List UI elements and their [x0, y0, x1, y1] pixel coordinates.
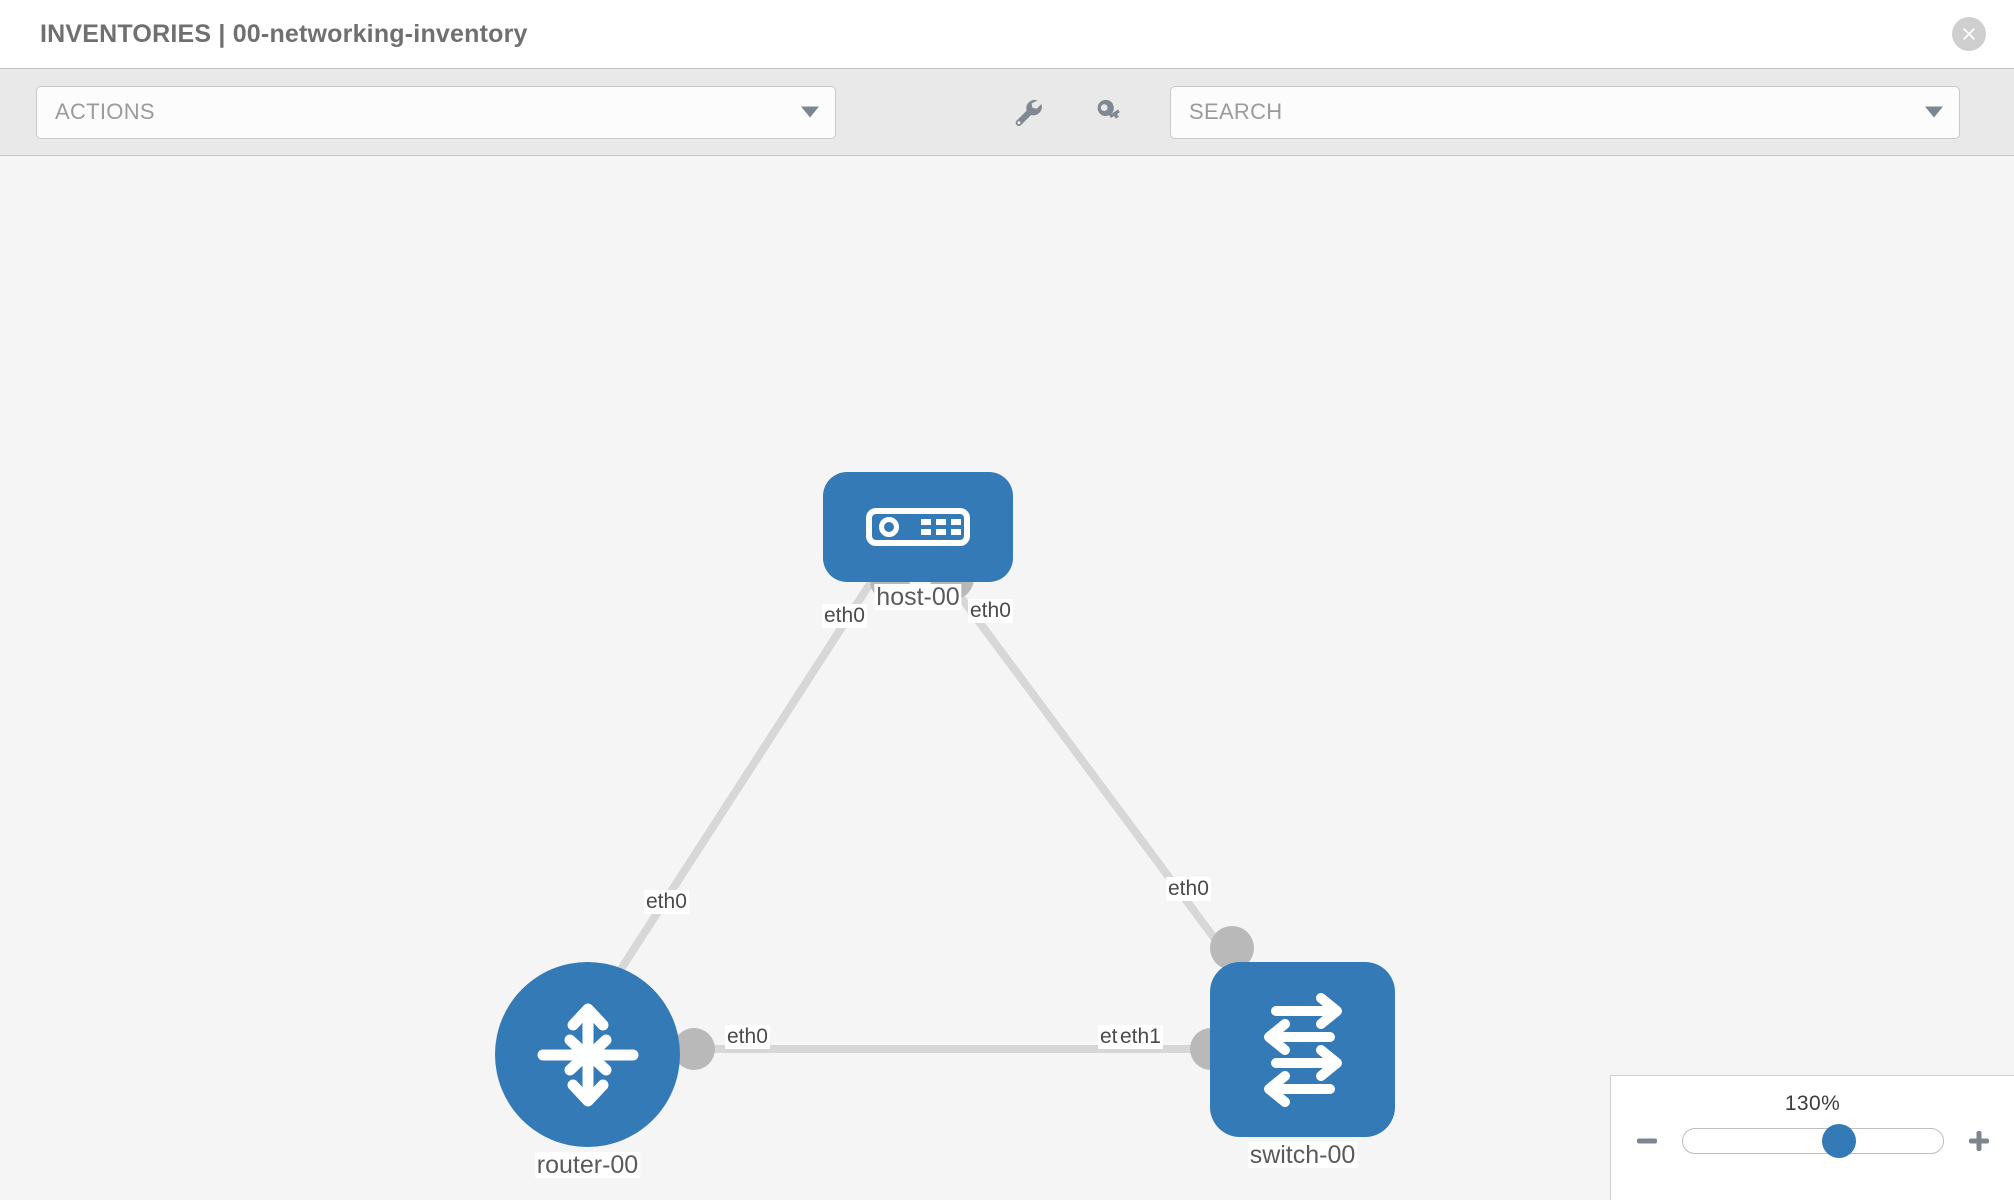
- link-host-switch: [941, 573, 1239, 969]
- edge-label-switch-up: eth0: [1166, 877, 1211, 902]
- switch-arrows-icon: [1263, 992, 1342, 1107]
- close-icon[interactable]: [1952, 17, 1986, 51]
- page-header: INVENTORIES | 00-networking-inventory: [0, 0, 2014, 68]
- topology-toolbar: ACTIONS SEARCH: [0, 68, 2014, 156]
- zoom-out-button[interactable]: [1632, 1126, 1662, 1156]
- actions-dropdown[interactable]: ACTIONS: [36, 85, 836, 139]
- node-host-00-shape: [823, 472, 1013, 582]
- zoom-slider-row: [1611, 1124, 2014, 1158]
- toolbar-icon-group: [1006, 91, 1130, 133]
- topology-canvas[interactable]: host-00: [0, 156, 2014, 1200]
- node-host-00[interactable]: host-00: [823, 472, 1013, 610]
- zoom-in-button[interactable]: [1964, 1126, 1994, 1156]
- node-switch-00-shape: [1210, 962, 1395, 1137]
- zoom-slider-thumb[interactable]: [1821, 1124, 1856, 1158]
- node-host-00-label: host-00: [874, 583, 962, 611]
- actions-dropdown-label: ACTIONS: [55, 99, 155, 124]
- search-input[interactable]: SEARCH: [1170, 85, 1960, 139]
- node-router-00-label: router-00: [534, 1151, 641, 1179]
- wrench-icon[interactable]: [1006, 91, 1048, 133]
- node-switch-00-label: switch-00: [1247, 1141, 1358, 1169]
- zoom-control-panel: 130%: [1610, 1075, 2014, 1200]
- node-switch-00[interactable]: switch-00: [1210, 962, 1395, 1168]
- search-placeholder: SEARCH: [1189, 99, 1283, 124]
- edge-label-switch-left: eth1: [1118, 1025, 1163, 1050]
- search-chevron-down-icon: [1925, 106, 1943, 118]
- zoom-level-label: 130%: [1784, 1092, 1841, 1115]
- edge-label-router-right: eth0: [725, 1025, 770, 1050]
- topology-links-layer: [606, 573, 1239, 1053]
- key-icon[interactable]: [1088, 91, 1130, 133]
- page-title: INVENTORIES | 00-networking-inventory: [40, 19, 528, 48]
- link-host-router: [606, 573, 879, 989]
- zoom-slider-track[interactable]: [1681, 1124, 1944, 1158]
- chevron-down-icon: [801, 106, 819, 118]
- port-router-right[interactable]: [673, 1028, 715, 1070]
- node-router-00-shape: [495, 962, 680, 1147]
- router-arrows-icon: [537, 1003, 638, 1106]
- server-icon: [866, 508, 970, 546]
- node-router-00[interactable]: router-00: [495, 962, 680, 1178]
- edge-label-host-left: eth0: [822, 604, 867, 629]
- edge-label-router-up: eth0: [644, 890, 689, 915]
- edge-label-host-right: eth0: [968, 599, 1013, 624]
